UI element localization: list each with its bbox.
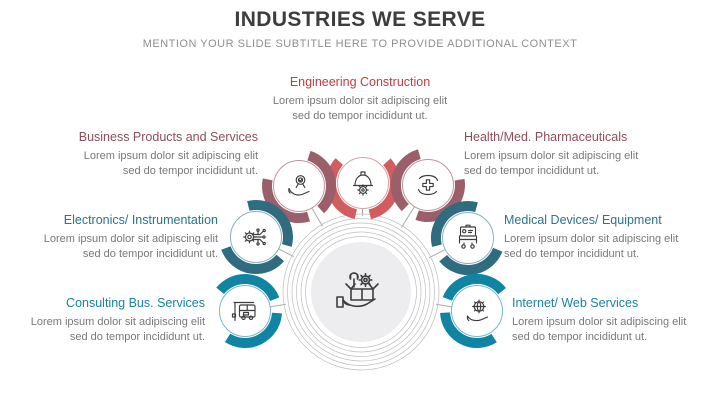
industry-description: Lorem ipsum dolor sit adipiscing elit se… <box>43 233 218 261</box>
center-disc <box>311 242 411 342</box>
satellite-medical-devices <box>430 201 505 275</box>
hands-medical-cross-icon <box>417 174 439 196</box>
industry-block-internet: Internet/ Web Services Lorem ipsum dolor… <box>512 296 720 346</box>
crescent-arc <box>430 201 505 275</box>
satellite-circle <box>442 212 494 264</box>
medical-equipment-cart-icon <box>458 224 478 249</box>
hard-hat-gear-icon <box>352 171 374 196</box>
page-subtitle: MENTION YOUR SLIDE SUBTITLE HERE TO PROV… <box>142 38 578 50</box>
satellite-electronics <box>219 200 293 274</box>
industry-block-consulting: Consulting Bus. Services Lorem ipsum dol… <box>0 296 205 346</box>
industry-title: Electronics/ Instrumentation <box>63 213 218 227</box>
gear-circuit-icon <box>243 228 266 246</box>
industry-description: Lorem ipsum dolor sit adipiscing elit se… <box>512 316 687 344</box>
industry-title: Health/Med. Pharmaceuticals <box>464 130 628 144</box>
industry-description: Lorem ipsum dolor sit adipiscing elit se… <box>30 316 205 344</box>
hand-award-icon <box>288 175 310 196</box>
industry-title: Business Products and Services <box>78 130 258 144</box>
industry-block-medical: Medical Devices/ Equipment Lorem ipsum d… <box>504 213 716 263</box>
industry-block-health: Health/Med. Pharmaceuticals Lorem ipsum … <box>464 130 700 180</box>
hand-globe-gear-icon <box>466 299 489 322</box>
industry-block-engineering: Engineering Construction Lorem ipsum dol… <box>245 75 475 125</box>
satellite-circle <box>337 157 389 209</box>
satellite-business-products <box>262 149 336 223</box>
page-title: INDUSTRIES WE SERVE <box>234 8 486 31</box>
industry-description: Lorem ipsum dolor sit adipiscing elit se… <box>272 95 448 123</box>
bus-shelter-icon <box>231 301 256 322</box>
satellite-internet <box>440 274 514 349</box>
industry-description: Lorem ipsum dolor sit adipiscing elit se… <box>504 233 679 261</box>
hand-box-wrench-gear-icon <box>336 272 379 308</box>
center-rings <box>282 213 440 371</box>
slide-header: INDUSTRIES WE SERVE MENTION YOUR SLIDE S… <box>0 8 720 50</box>
satellite-consulting <box>208 274 282 348</box>
industry-title: Medical Devices/ Equipment <box>504 213 662 227</box>
industry-title: Internet/ Web Services <box>512 296 639 310</box>
industry-description: Lorem ipsum dolor sit adipiscing elit se… <box>464 150 639 178</box>
crescent-arc <box>440 274 514 349</box>
crescent-arc <box>208 274 282 348</box>
satellite-circle <box>402 159 454 211</box>
industry-block-business: Business Products and Services Lorem ips… <box>28 130 258 180</box>
satellite-circle <box>273 160 325 212</box>
crescent-arc <box>219 200 293 274</box>
industry-block-electronics: Electronics/ Instrumentation Lorem ipsum… <box>8 213 218 263</box>
industry-description: Lorem ipsum dolor sit adipiscing elit se… <box>83 150 258 178</box>
industry-title: Engineering Construction <box>289 75 431 89</box>
industry-title: Consulting Bus. Services <box>66 296 205 310</box>
crescent-arc <box>262 149 336 223</box>
